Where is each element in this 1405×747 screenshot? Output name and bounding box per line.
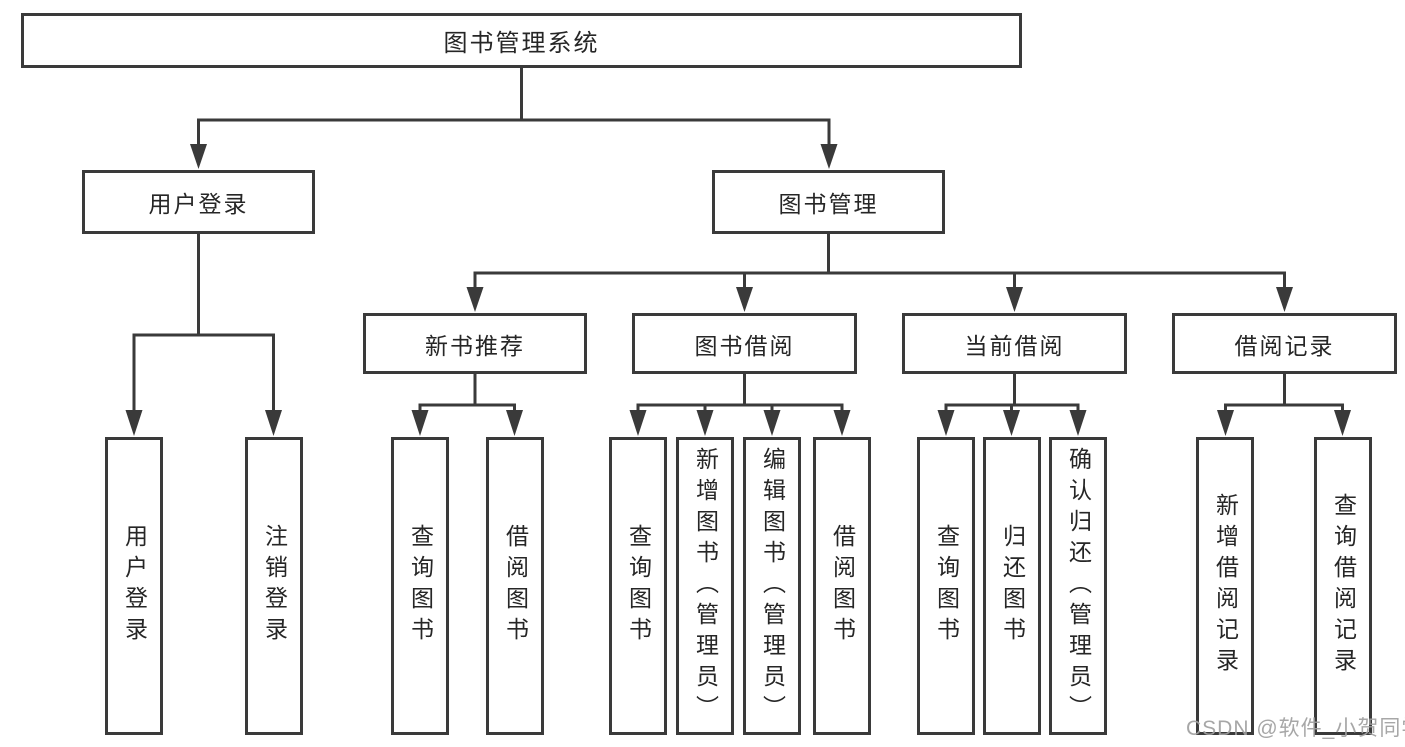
node-label: 查询图书: [407, 524, 434, 648]
leaf-edit-books-admin: 编辑图书（管理员）: [743, 437, 801, 735]
connector-records-children: [1224, 372, 1344, 414]
arrowhead-leaf-user-login: [125, 410, 143, 436]
node-label: 查询借阅记录: [1330, 493, 1357, 679]
node-book-management: 图书管理: [712, 170, 945, 234]
arrowhead-leaf-logout: [265, 410, 282, 436]
node-label: 借阅记录: [1234, 332, 1335, 359]
node-label: 图书管理系统: [443, 30, 600, 57]
node-label: 借阅图书: [829, 524, 856, 648]
arrowhead-borrow-borrow: [833, 410, 851, 436]
leaf-add-borrow-record: 新增借阅记录: [1196, 437, 1254, 735]
connector-root-children: [197, 66, 831, 148]
node-label: 用户登录: [148, 191, 249, 217]
arrowhead-borrow-records: [1276, 287, 1293, 312]
csdn-watermark: CSDN @软件_小贺同学: [1186, 717, 1405, 740]
leaf-add-books-admin: 新增图书（管理员）: [676, 437, 734, 735]
arrowhead-recommend-borrow: [506, 410, 523, 436]
arrowhead-borrow-query: [629, 410, 647, 436]
leaf-current-query-books: 查询图书: [917, 437, 975, 735]
arrowhead-current-query: [937, 410, 955, 436]
node-library-management-system: 图书管理系统: [21, 13, 1022, 68]
arrowhead-current-return: [1003, 410, 1020, 436]
connector-login-children: [132, 232, 275, 414]
node-book-borrow: 图书借阅: [632, 313, 857, 374]
leaf-borrow-books: 借阅图书: [813, 437, 871, 735]
arrowhead-current-confirm: [1069, 410, 1087, 436]
node-label: 用户登录: [121, 524, 148, 648]
arrowhead-recommend-query: [411, 410, 429, 436]
node-new-book-recommend: 新书推荐: [363, 313, 587, 374]
node-borrow-records: 借阅记录: [1172, 313, 1397, 374]
node-label: 确认归还（管理员）: [1065, 446, 1092, 726]
node-label: 新增图书（管理员）: [692, 446, 719, 726]
node-label: 新增借阅记录: [1212, 493, 1239, 679]
connector-current-children: [944, 372, 1080, 414]
node-label: 编辑图书（管理员）: [759, 446, 786, 726]
arrowhead-book-management: [820, 144, 838, 169]
arrowhead-current-borrow: [1006, 287, 1023, 312]
node-label: 图书借阅: [694, 332, 795, 359]
leaf-return-books: 归还图书: [983, 437, 1041, 735]
node-label: 归还图书: [999, 524, 1026, 648]
leaf-user-login: 用户登录: [105, 437, 163, 735]
node-label: 注销登录: [261, 524, 288, 648]
leaf-query-borrow-record: 查询借阅记录: [1314, 437, 1372, 735]
node-label: 查询图书: [933, 524, 960, 648]
node-user-login: 用户登录: [82, 170, 315, 234]
leaf-recommend-borrow-books: 借阅图书: [486, 437, 544, 735]
leaf-borrow-query-books: 查询图书: [609, 437, 667, 735]
node-label: 当前借阅: [964, 332, 1065, 359]
arrowhead-borrow-add: [696, 410, 714, 436]
connector-management-children: [473, 231, 1286, 292]
node-label: 图书管理: [778, 191, 879, 217]
arrowhead-records-add: [1217, 410, 1234, 436]
node-label: 新书推荐: [425, 332, 525, 359]
node-current-borrow: 当前借阅: [902, 313, 1127, 374]
arrowhead-user-login: [190, 144, 207, 169]
arrowhead-borrow-edit: [763, 410, 781, 436]
connector-borrow-children: [636, 372, 844, 414]
node-label: 查询图书: [625, 524, 652, 648]
arrowhead-new-book-recommend: [466, 287, 484, 312]
leaf-recommend-query-books: 查询图书: [391, 437, 449, 735]
leaf-confirm-return-admin: 确认归还（管理员）: [1049, 437, 1107, 735]
leaf-logout: 注销登录: [245, 437, 303, 735]
connector-recommend-children: [418, 372, 516, 414]
arrowhead-book-borrow: [736, 287, 753, 312]
arrowhead-records-query: [1334, 410, 1351, 436]
node-label: 借阅图书: [502, 524, 529, 648]
